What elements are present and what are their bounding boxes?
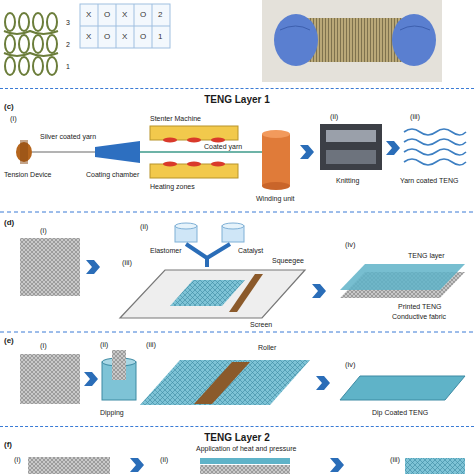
part-label: TENG layer — [408, 251, 445, 260]
step-number: (i) — [14, 455, 21, 464]
step-number: (i) — [40, 341, 47, 350]
coating-line — [16, 124, 466, 190]
step-number: (iii) — [122, 258, 132, 267]
step-number: (ii) — [100, 340, 108, 349]
screen-printing — [20, 223, 465, 318]
part-label: Dipping — [100, 408, 124, 417]
part-label: Squeegee — [272, 256, 304, 265]
table-cell: O — [140, 10, 146, 19]
table-cell: 1 — [158, 32, 162, 41]
part-label: Screen — [250, 320, 272, 329]
part-label: Yarn coated TENG — [400, 176, 459, 185]
section-heading: TENG Layer 2 — [204, 432, 270, 443]
part-label: Coated yarn — [204, 142, 242, 151]
part-label: Heating zones — [150, 182, 195, 191]
part-label: Silver coated yarn — [40, 132, 96, 141]
panel-letter: (d) — [4, 218, 14, 227]
stitch-table — [80, 4, 170, 48]
part-label: Elastomer — [150, 246, 182, 255]
table-cell: O — [104, 10, 110, 19]
row-number: 1 — [66, 62, 70, 71]
knit-loops — [4, 13, 58, 75]
fabric-photo — [262, 0, 442, 82]
row-number: 3 — [66, 18, 70, 27]
dip-coating — [20, 350, 465, 405]
table-cell: X — [86, 32, 91, 41]
step-number: (ii) — [140, 222, 148, 231]
step-number: (iv) — [345, 240, 355, 249]
panel-letter: (e) — [4, 336, 14, 345]
step-number: (i) — [40, 226, 47, 235]
table-cell: X — [122, 10, 127, 19]
part-label: Conductive fabric — [392, 312, 446, 321]
part-label: Coating chamber — [86, 170, 139, 179]
table-cell: O — [104, 32, 110, 41]
table-cell: X — [86, 10, 91, 19]
part-label: Application of heat and pressure — [196, 444, 296, 453]
row-number: 2 — [66, 40, 70, 49]
part-label: Printed TENG — [398, 302, 441, 311]
step-number: (iii) — [390, 455, 400, 464]
part-label: Tension Device — [4, 170, 51, 179]
part-label: Roller — [258, 343, 276, 352]
part-label: Knitting — [336, 176, 359, 185]
table-cell: X — [122, 32, 127, 41]
part-label: Dip Coated TENG — [372, 408, 428, 417]
section-heading: TENG Layer 1 — [204, 94, 270, 105]
panel-letter: (c) — [4, 102, 14, 111]
panel-letter: (f) — [4, 440, 12, 449]
step-number: (ii) — [160, 455, 168, 464]
step-number: (i) — [10, 114, 17, 123]
step-number: (iv) — [345, 360, 355, 369]
table-cell: 2 — [158, 10, 162, 19]
table-cell: O — [140, 32, 146, 41]
part-label: Catalyst — [238, 246, 263, 255]
part-label: Winding unit — [256, 194, 295, 203]
step-number: (ii) — [330, 112, 338, 121]
step-number: (iii) — [410, 112, 420, 121]
part-label: Stenter Machine — [150, 114, 201, 123]
step-number: (iii) — [146, 340, 156, 349]
